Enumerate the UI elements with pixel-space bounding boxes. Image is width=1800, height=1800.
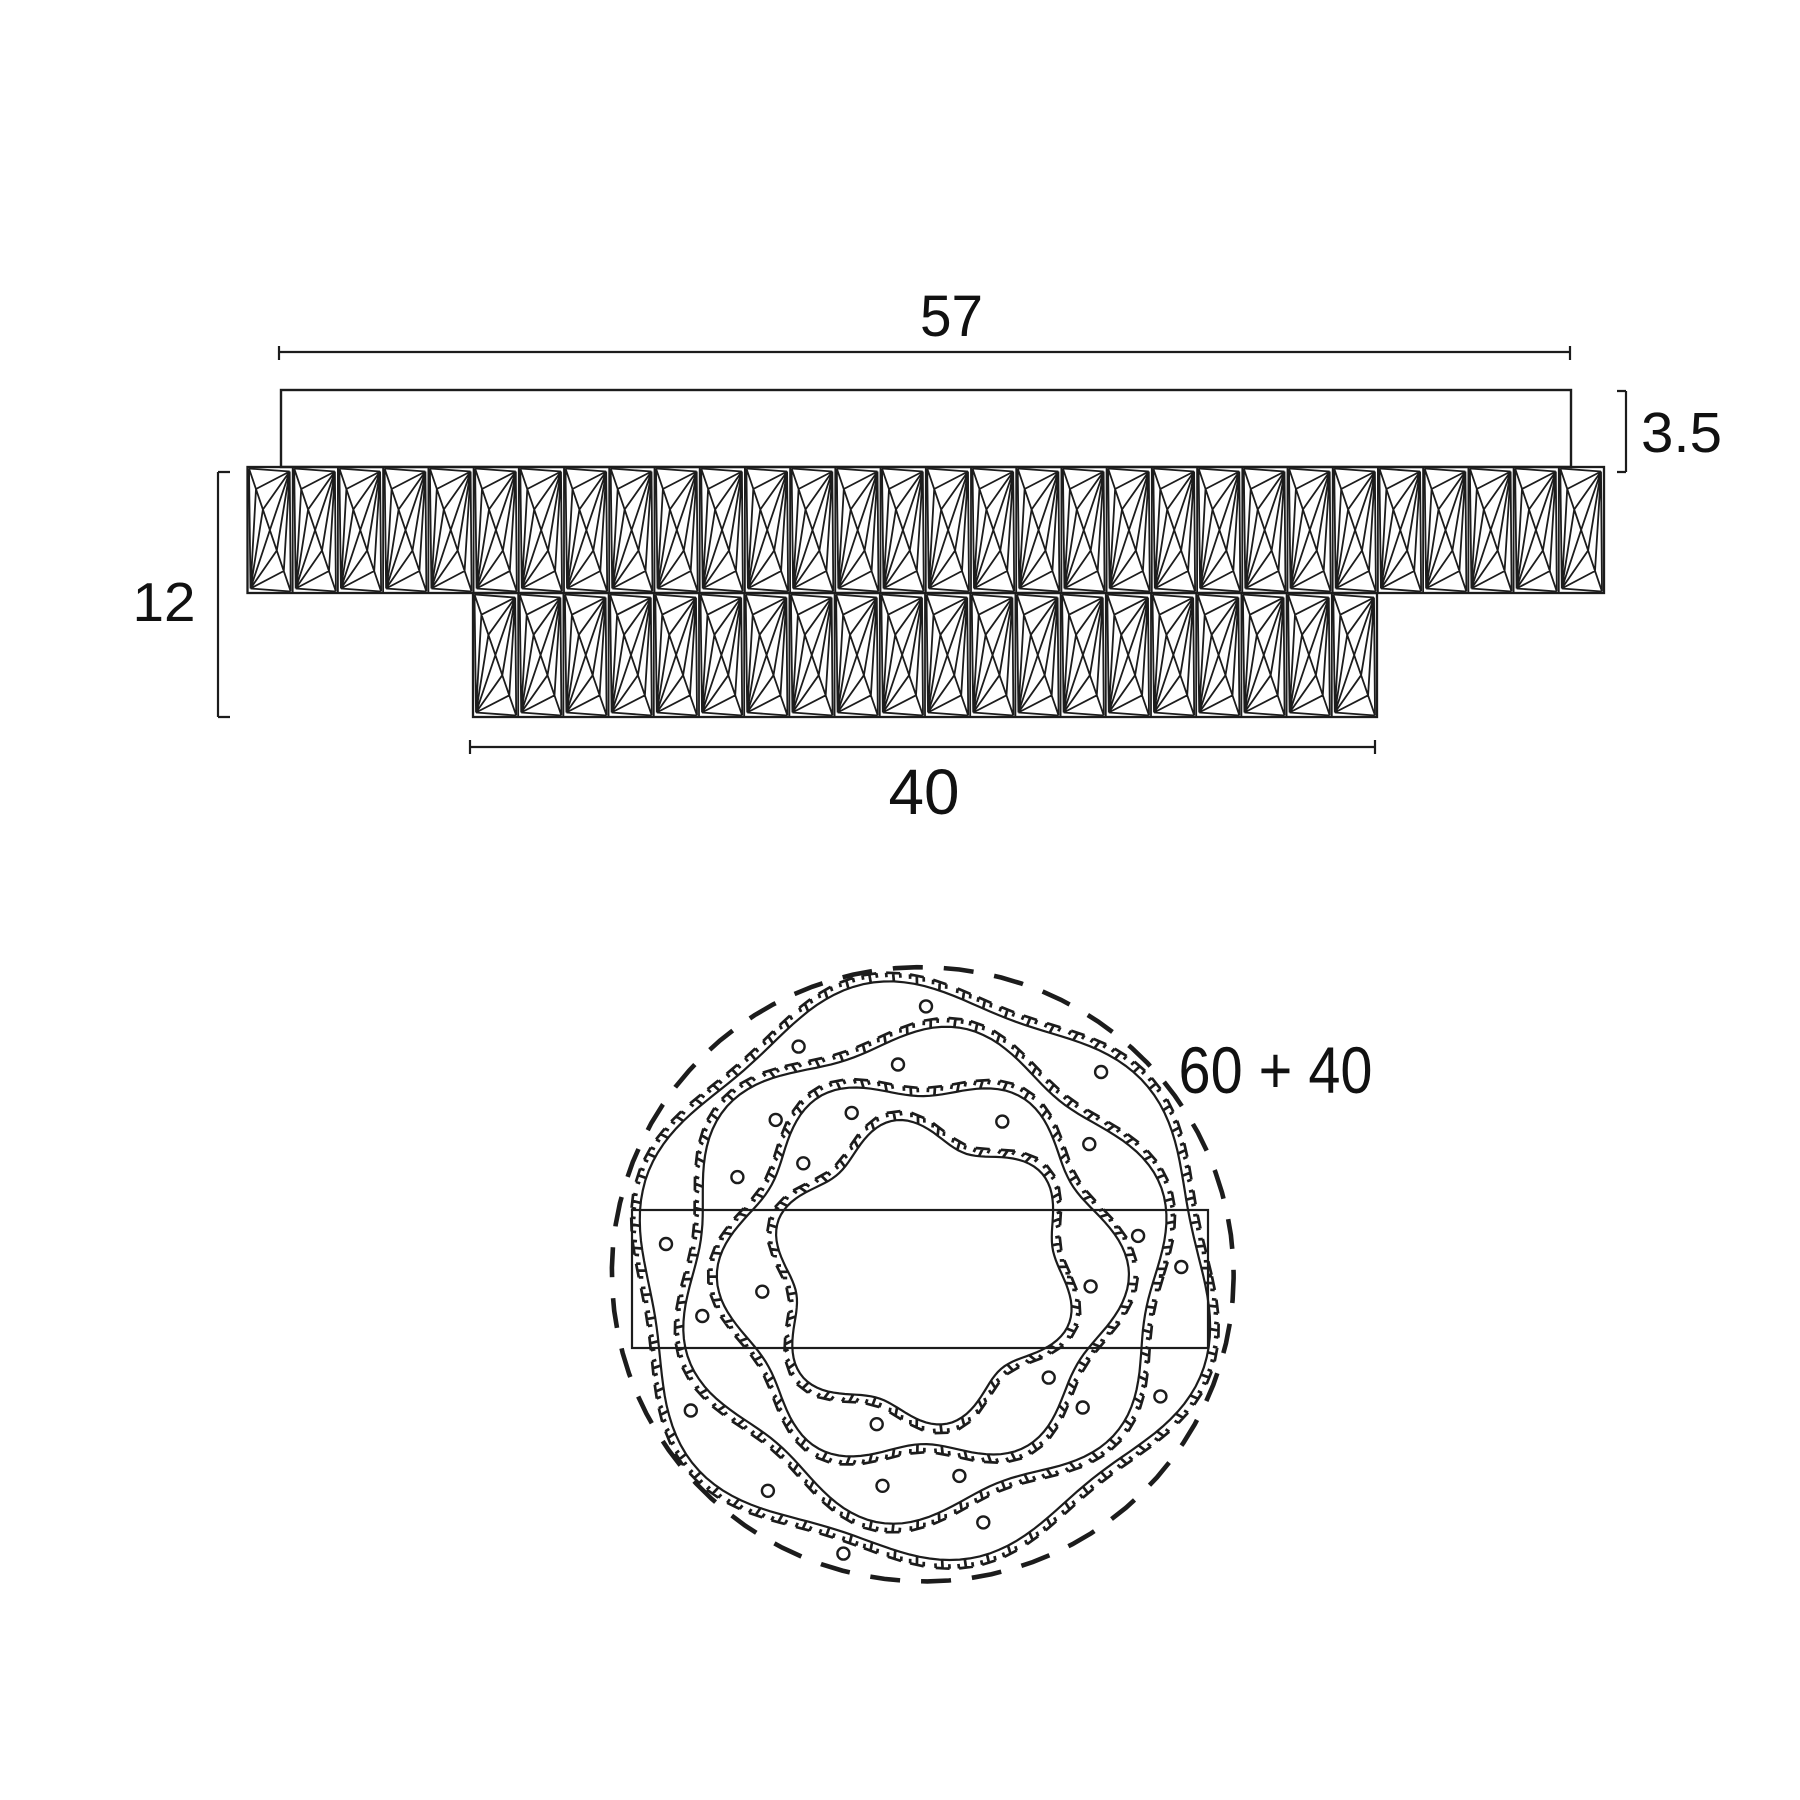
- svg-text:12: 12: [133, 571, 196, 633]
- svg-text:57: 57: [920, 284, 983, 349]
- svg-text:60 + 40: 60 + 40: [1179, 1033, 1373, 1107]
- svg-text:40: 40: [889, 756, 960, 828]
- svg-text:3.5: 3.5: [1641, 401, 1722, 465]
